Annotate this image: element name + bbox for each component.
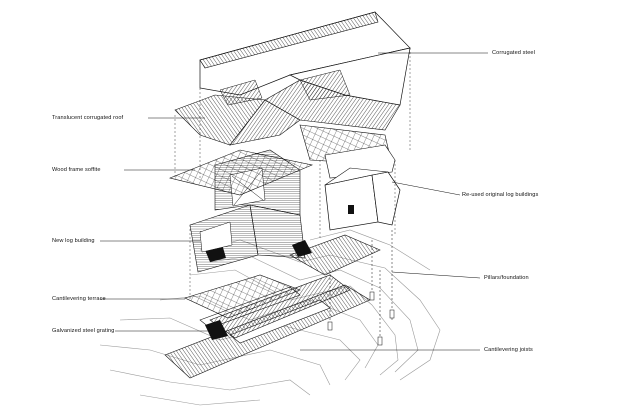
corrugated-steel-roof	[199, 11, 411, 106]
label-galvanized-steel-grating: Galvanized steel grating	[52, 328, 115, 334]
label-pillars-foundation: Pillars/foundation	[484, 275, 529, 281]
reused-log-buildings	[324, 144, 401, 231]
label-corrugated-steel: Corrugated steel	[492, 50, 535, 56]
pillars-foundation	[327, 230, 395, 346]
label-wood-frame-soffite: Wood frame soffite	[52, 167, 101, 173]
alignment-lines	[174, 48, 411, 300]
leader-lines	[100, 52, 488, 351]
label-cantilevering-terrace: Cantilevering terrace	[52, 296, 106, 302]
cantilevering-terrace	[184, 274, 351, 340]
translucent-corrugated-roof	[174, 79, 401, 146]
label-new-log-building: New log building	[52, 238, 95, 244]
label-cantilevering-joists: Cantilevering joists	[484, 347, 533, 353]
label-reused-original-log-buildings: Re-used original log buildings	[462, 192, 539, 198]
label-translucent-corrugated-roof: Translucent corrugated roof	[52, 115, 124, 121]
